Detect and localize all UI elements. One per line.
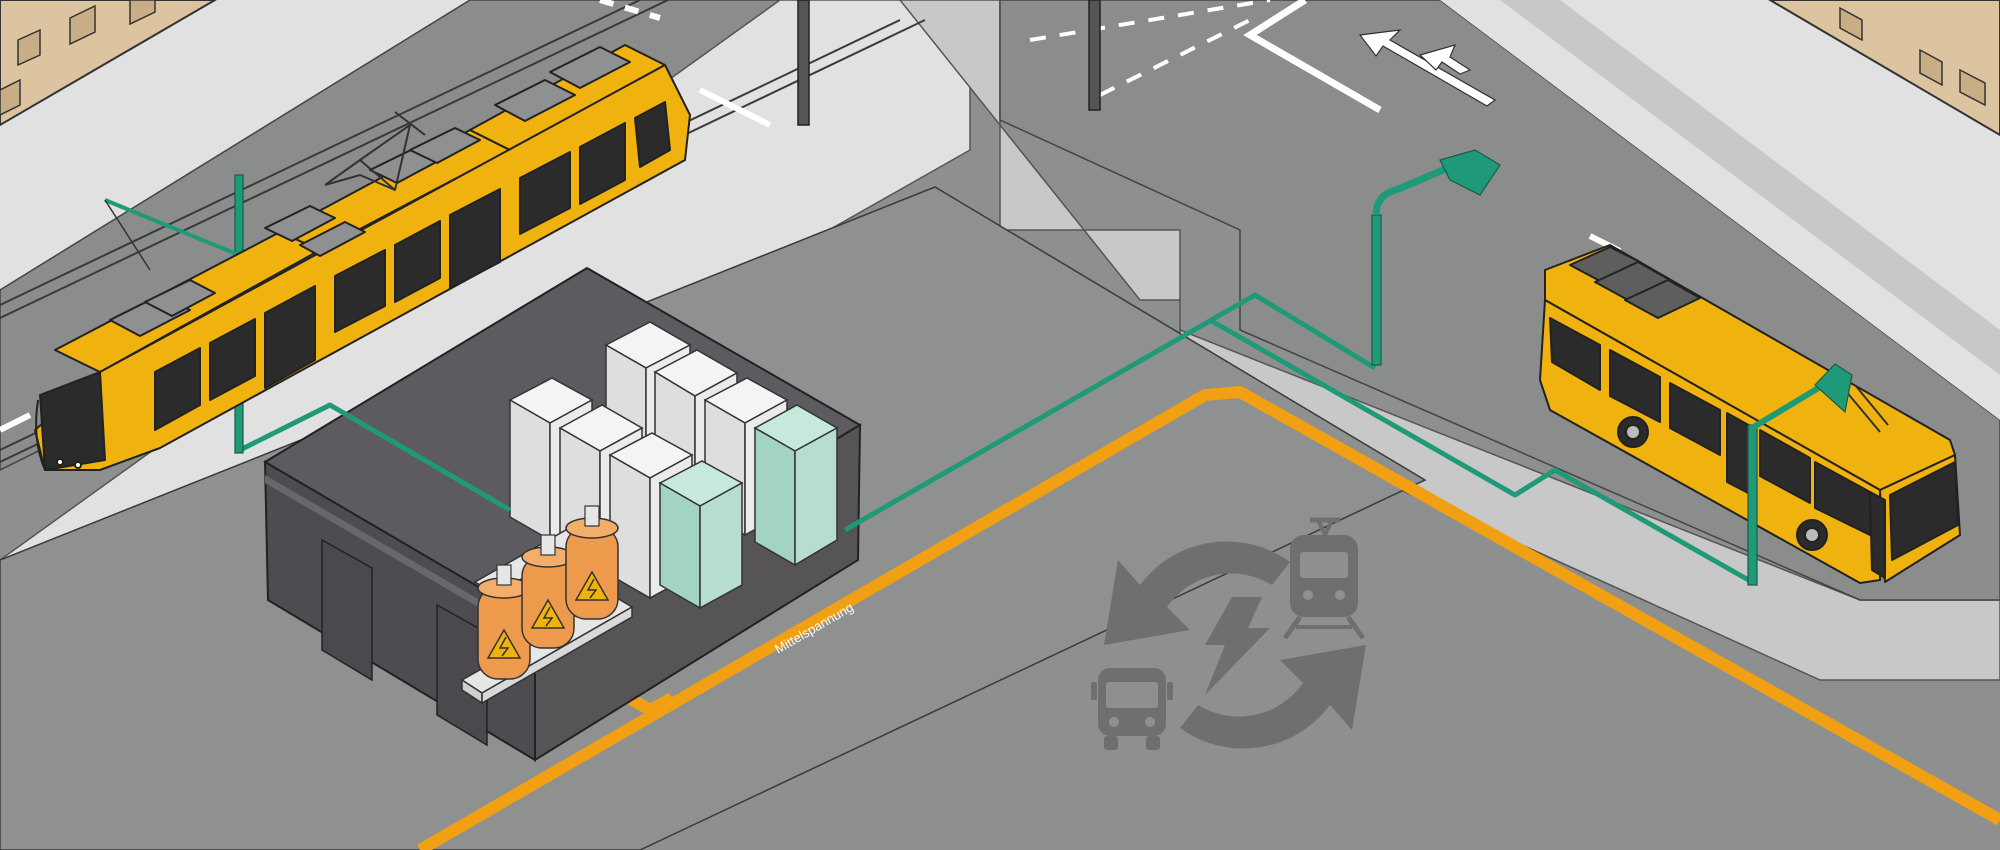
- lane-arrows: [1358, 29, 1497, 107]
- medium-voltage-cable: [416, 386, 2000, 850]
- energy-cycle-graphic: [1091, 517, 1366, 750]
- tram-doors: [264, 101, 671, 389]
- circular-arrows-icon-lower: [1180, 645, 1366, 749]
- tram-icon: [1282, 517, 1366, 640]
- high-voltage-warning-icon: [574, 570, 610, 601]
- transformer-right: [565, 505, 619, 620]
- high-voltage-warning-icon: [486, 628, 522, 659]
- transformer-left: [477, 564, 531, 680]
- lightning-bolt-icon: [1205, 597, 1270, 695]
- high-voltage-warning-icon: [530, 598, 566, 629]
- bus-roof-batteries: [1569, 246, 1701, 319]
- building-top-left: [0, 0, 217, 127]
- bus-charging-pole: [1747, 363, 1853, 586]
- tram-roof-units: [109, 46, 631, 337]
- substation-door-left: [321, 538, 373, 682]
- circular-arrows-icon: [1104, 541, 1290, 645]
- bus-windows: [1549, 317, 1959, 561]
- substation-door-right: [436, 603, 488, 747]
- sidewalk-right: [1440, 0, 2000, 420]
- bus: [1539, 244, 1961, 584]
- traffic-poles: [797, 0, 1101, 126]
- transformer-unit: [460, 505, 634, 705]
- overhead-feeder-lines: [238, 292, 1754, 585]
- tram: [34, 44, 691, 471]
- tram-windows: [154, 122, 626, 431]
- substation-glass-outline: [264, 267, 861, 463]
- bus-icon: [1091, 668, 1173, 750]
- sidewalk-right-curb: [1500, 0, 2000, 375]
- stop-line: [1243, 0, 1382, 114]
- building-top-right: [1768, 0, 2000, 137]
- tram-pantograph: [324, 111, 426, 191]
- battery-cabinets: [508, 321, 839, 610]
- green-street-lamp: [1371, 149, 1501, 366]
- transformer-middle: [521, 534, 575, 649]
